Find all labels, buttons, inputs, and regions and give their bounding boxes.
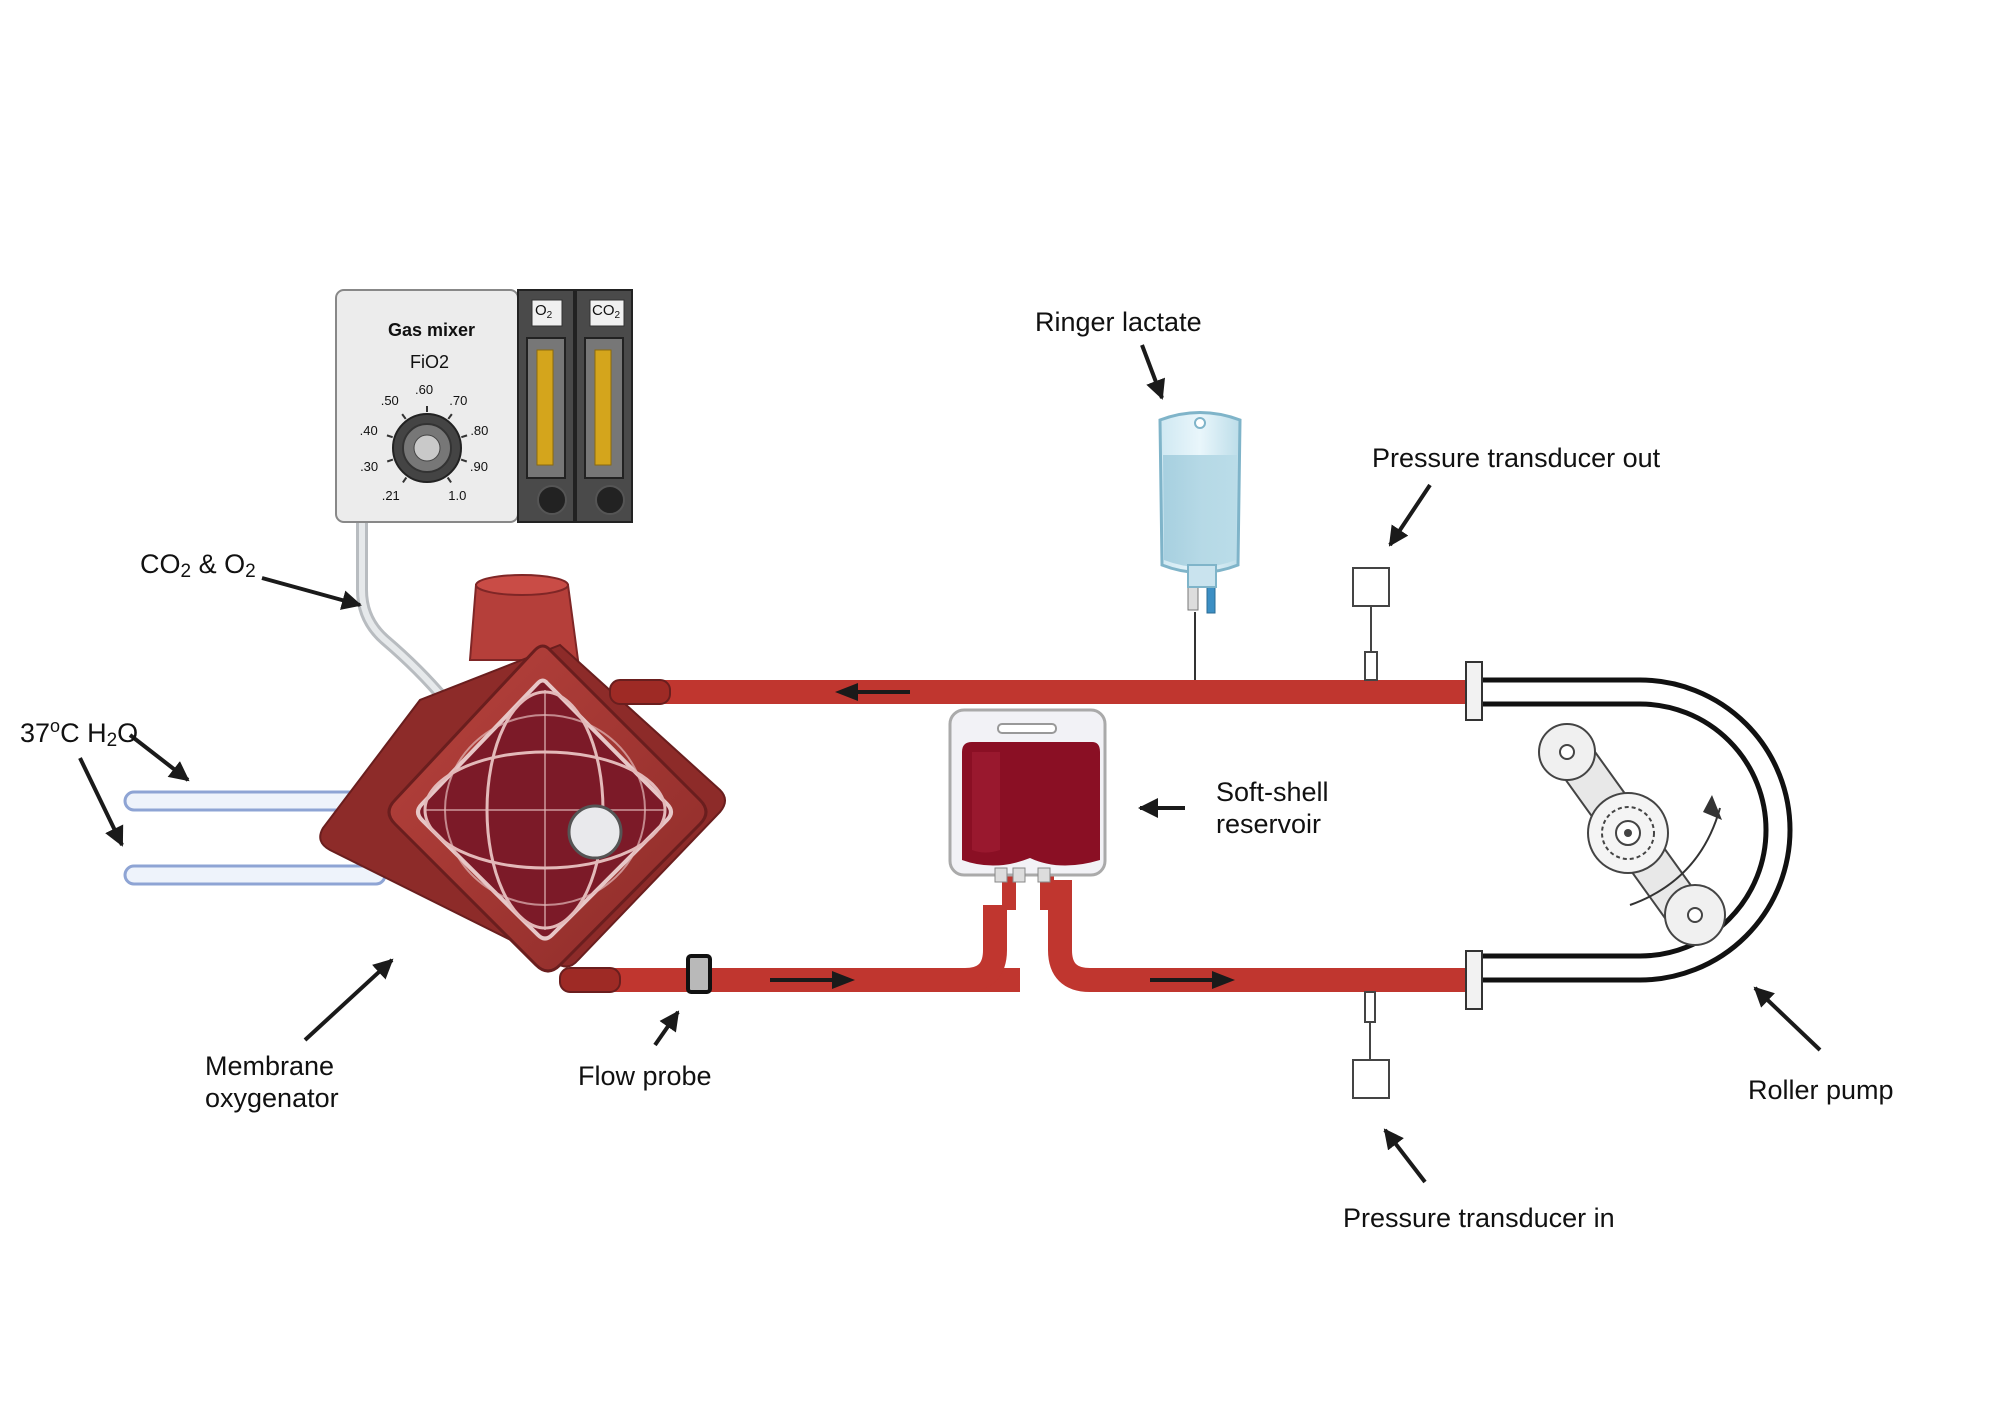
- o2-sub: 2: [546, 310, 553, 321]
- dial-tick-label: .80: [470, 422, 489, 438]
- dial-tick-mark: [446, 476, 452, 483]
- dial-tick-mark: [386, 458, 394, 463]
- oxygenator-label: Membrane oxygenator: [205, 1050, 339, 1114]
- gas-line-label: CO2 & O2: [140, 548, 256, 588]
- roller-pump-head: [1538, 723, 1726, 946]
- pump-connector-top: [1465, 661, 1483, 721]
- membrane-oxygenator: [319, 574, 726, 993]
- water-tube-lower: [123, 864, 387, 886]
- tube-top: [640, 680, 1480, 704]
- dial-tick-label: .50: [380, 393, 399, 409]
- gas-line-co: CO: [140, 549, 181, 579]
- gas-line-sub1: 2: [180, 561, 192, 582]
- dial-tick-mark: [402, 476, 408, 483]
- pump-connector-bottom: [1465, 950, 1483, 1010]
- flow-probe-label: Flow probe: [578, 1061, 712, 1091]
- o2-flowmeter-label: O2: [535, 300, 552, 327]
- oxygenator-line1: Membrane: [205, 1051, 335, 1081]
- dial-tick-mark: [447, 413, 453, 420]
- dial-tick-label: .70: [449, 393, 468, 409]
- dial-tick-mark: [461, 434, 468, 439]
- gas-mixer-title: Gas mixer: [388, 320, 476, 340]
- dial-tick-label: .60: [415, 382, 434, 397]
- water-sub: 2: [106, 730, 118, 751]
- pressure-transducer-out: [1352, 567, 1390, 681]
- water-ch: C H: [60, 718, 107, 748]
- oxygenator-line2: oxygenator: [205, 1083, 339, 1113]
- co2-flowmeter-label: CO2: [592, 300, 620, 327]
- water-degree: o: [50, 716, 61, 736]
- pressure-out-label: Pressure transducer out: [1372, 443, 1661, 473]
- dial-tick-mark: [401, 413, 407, 420]
- dial-tick-label: .40: [359, 422, 378, 438]
- fio2-label: FiO2: [410, 352, 450, 372]
- water-temp: 37: [20, 718, 51, 748]
- gas-line: [356, 514, 451, 706]
- dial-tick-mark: [386, 434, 393, 439]
- soft-shell-reservoir: [948, 708, 1107, 883]
- circuit-tubing: [610, 680, 1480, 992]
- gas-line-sub2: 2: [245, 561, 256, 582]
- pressure-transducer-in: [1352, 991, 1390, 1099]
- reservoir-label: Soft-shell reservoir: [1216, 776, 1329, 840]
- flow-arrows: [770, 683, 1235, 989]
- flowmeter-co2: [575, 289, 633, 523]
- rotation-arrow: [1629, 807, 1721, 906]
- roller-pump-label: Roller pump: [1748, 1075, 1894, 1105]
- dial-tick-label: .21: [381, 487, 400, 503]
- dial-tick-label: .90: [469, 458, 488, 474]
- water-label: 37oC H2O: [20, 710, 138, 757]
- o2-text: O: [535, 302, 547, 319]
- dial-tick-label: 1.0: [448, 487, 467, 503]
- co2-sub: 2: [614, 310, 621, 321]
- pointer-arrows: [78, 344, 1822, 1184]
- water-o: O: [117, 718, 139, 748]
- reservoir-line2: reservoir: [1216, 809, 1322, 839]
- pressure-in-label: Pressure transducer in: [1343, 1203, 1615, 1233]
- roller-pump-raceway: [1465, 661, 1793, 1010]
- reservoir-line1: Soft-shell: [1216, 777, 1329, 807]
- co2-text: CO: [592, 302, 615, 319]
- ringer-lactate-bag: [1158, 411, 1242, 680]
- flowmeter-o2: [517, 289, 575, 523]
- dial-tick-label: .30: [360, 458, 379, 474]
- flow-probe: [686, 954, 712, 994]
- gas-line-mid: & O: [191, 549, 246, 579]
- dial-tick-mark: [460, 458, 468, 463]
- fio2-dial-ticks: [386, 406, 468, 483]
- ringer-lactate-label: Ringer lactate: [1035, 307, 1202, 337]
